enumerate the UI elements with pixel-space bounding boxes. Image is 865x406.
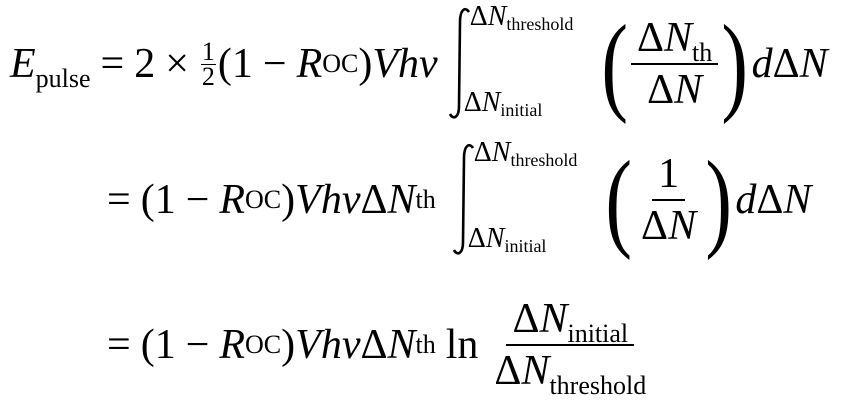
- math-symbol: 1: [154, 177, 176, 223]
- math-symbol: threshold: [506, 14, 574, 34]
- math-symbol: N: [387, 177, 416, 223]
- math-symbol: ): [281, 177, 296, 223]
- times-sign: ×: [165, 41, 189, 87]
- math-symbol: threshold: [510, 150, 578, 170]
- integral-upper-limit: ΔNthreshold: [469, 1, 574, 34]
- integral-sign-icon: [448, 8, 470, 119]
- math-symbol: N: [485, 223, 505, 254]
- math-symbol: initial: [567, 319, 629, 348]
- math-symbol: Δ: [637, 15, 665, 61]
- math-symbol: N: [668, 203, 697, 249]
- right-paren: ): [705, 138, 733, 261]
- math-symbol: −: [185, 322, 210, 368]
- math-symbol: R: [296, 41, 323, 87]
- math-symbol: R: [219, 322, 246, 368]
- math-symbol: N: [487, 1, 507, 32]
- math-symbol: ν: [341, 322, 361, 368]
- math-symbol: V: [372, 41, 399, 87]
- equals-sign: =: [107, 177, 131, 223]
- math-symbol: (: [140, 322, 155, 368]
- math-symbol: N: [491, 137, 511, 168]
- math-symbol: Δ: [647, 67, 675, 113]
- math-symbol: h: [398, 41, 420, 87]
- math-symbol: N: [783, 177, 812, 223]
- math-symbol: R: [219, 177, 246, 223]
- math-symbol: d: [735, 177, 757, 223]
- math-symbol: ν: [419, 41, 438, 87]
- fraction-one-over-n: 1 ΔN: [635, 149, 702, 251]
- left-paren: (: [605, 138, 632, 261]
- math-symbol: N: [799, 41, 828, 87]
- math-symbol: Δ: [473, 137, 492, 168]
- math-symbol: th: [692, 38, 713, 67]
- equals-sign: =: [107, 322, 131, 368]
- left-paren: (: [601, 2, 628, 125]
- math-symbol: Δ: [467, 223, 486, 254]
- math-symbol: pulse: [35, 64, 91, 93]
- math-symbol: initial: [504, 236, 547, 256]
- math-symbol: Δ: [469, 1, 488, 32]
- math-symbol: Δ: [494, 348, 522, 394]
- math-symbol: N: [387, 322, 416, 368]
- math-symbol: 1: [200, 36, 216, 66]
- math-symbol: Δ: [463, 87, 482, 118]
- math-symbol: N: [521, 348, 550, 394]
- integral-lower-limit: ΔNinitial: [467, 223, 547, 256]
- math-symbol: V: [295, 322, 321, 368]
- right-paren: ): [721, 2, 749, 125]
- math-symbol: h: [320, 322, 342, 368]
- factor-two: 2: [134, 41, 156, 87]
- integral-lower-limit: ΔNinitial: [463, 87, 543, 120]
- math-symbol: threshold: [549, 371, 647, 400]
- math-symbol: −: [185, 177, 210, 223]
- math-symbol: ν: [341, 177, 361, 223]
- math-symbol: ): [358, 41, 373, 87]
- math-symbol: d: [751, 41, 773, 87]
- energy-symbol: Epulse: [10, 40, 91, 92]
- equals-sign: =: [100, 41, 125, 87]
- math-symbol: ): [281, 322, 296, 368]
- math-symbol: Δ: [360, 177, 388, 223]
- fraction-nth-over-n: ΔNth ΔN: [631, 13, 719, 115]
- math-symbol: 1: [652, 149, 686, 201]
- definite-integral: ΔNthreshold ΔNinitial: [448, 2, 598, 122]
- math-symbol: 1: [231, 41, 253, 87]
- math-symbol: Δ: [756, 177, 784, 223]
- math-symbol: N: [664, 15, 693, 61]
- math-symbol: h: [320, 177, 342, 223]
- integral-upper-limit: ΔNthreshold: [473, 137, 578, 170]
- math-symbol: (: [217, 41, 232, 87]
- math-symbol: 2: [201, 61, 215, 91]
- math-symbol: Δ: [512, 296, 540, 342]
- math-symbol: initial: [500, 100, 543, 120]
- math-symbol: N: [674, 67, 703, 113]
- natural-log: ln: [445, 322, 479, 368]
- integral-sign-icon: [452, 144, 474, 255]
- math-symbol: N: [539, 296, 568, 342]
- math-symbol: Δ: [641, 203, 669, 249]
- math-symbol: N: [481, 87, 501, 118]
- math-symbol: Δ: [772, 41, 800, 87]
- math-symbol: Δ: [360, 322, 388, 368]
- math-symbol: (: [140, 177, 155, 223]
- math-symbol: V: [295, 177, 321, 223]
- fraction-initial-over-threshold: ΔNinitial ΔNthreshold: [488, 294, 652, 399]
- math-symbol: 1: [154, 322, 176, 368]
- math-symbol: −: [262, 41, 287, 87]
- math-symbol: E: [10, 41, 36, 87]
- definite-integral: ΔNthreshold ΔNinitial: [452, 138, 602, 258]
